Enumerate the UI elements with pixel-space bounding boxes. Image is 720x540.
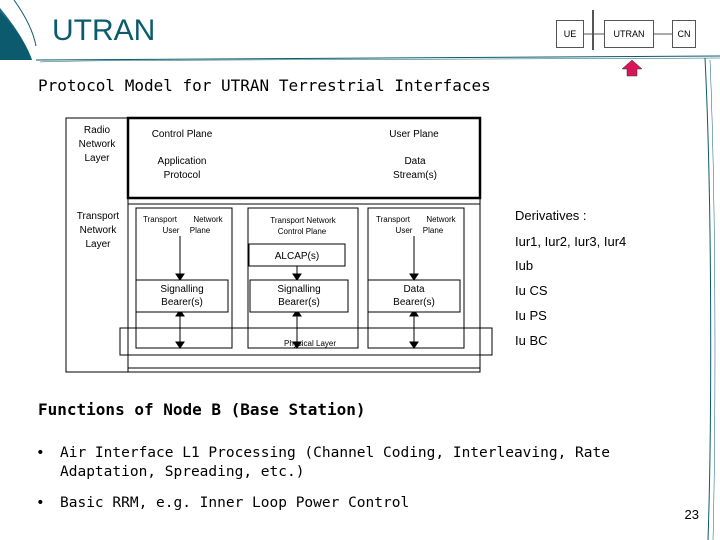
data-bearer-label-2: Bearer(s) [393,297,435,308]
transport-network-label-3: Layer [85,239,111,250]
transport-network-label-2: Network [80,225,118,236]
signalling-bearer-mid-box [249,279,349,313]
tnl-user-right-bottom-2: Plane [423,226,444,235]
signalling-bearer-mid-label-1: Signalling [277,284,320,295]
arrowhead-left-upper [175,273,185,281]
data-bearer-box [367,279,461,313]
physical-layer-box [119,327,493,356]
derivative-item: Iu PS [515,308,547,323]
page-number: 23 [684,507,699,522]
tnl-user-left-bottom-1: User [163,226,180,235]
arrowhead-right-upper [409,273,419,281]
tnl-user-right-top-2: Network [426,215,456,224]
derivative-item: Iur1, Iur2, Iur3, Iur4 [515,234,627,249]
tnl-control-plane-label-2: Control Plane [278,227,327,236]
alcap-label: ALCAP(s) [275,251,319,262]
functions-heading: Functions of Node B (Base Station) [38,400,366,419]
signalling-bearer-mid-label-2: Bearer(s) [278,297,320,308]
derivative-item: Iu BC [515,333,548,348]
user-plane-label: User Plane [389,129,439,140]
list-item: • Basic RRM, e.g. Inner Loop Power Contro… [36,494,696,513]
derivatives-title: Derivatives : [515,208,587,223]
application-protocol-label-2: Protocol [164,170,201,181]
utran-box: UTRAN [604,20,654,48]
tnl-user-left-bottom-2: Plane [190,226,211,235]
arrowhead-left-lower-down [175,341,185,349]
cn-box: CN [672,20,696,48]
tnl-user-plane-left-box [135,207,233,349]
tnl-user-left-top-1: Transport [143,215,178,224]
arrowhead-mid-lower-down [292,341,302,349]
arrowhead-mid-lower-up [292,309,302,317]
bullet-icon: • [36,445,45,461]
control-plane-label: Control Plane [152,129,213,140]
ue-box: UE [556,20,584,48]
signalling-bearer-left-label-1: Signalling [160,284,203,295]
radio-network-label-1: Radio [84,125,111,136]
tnl-user-left-top-2: Network [193,215,223,224]
data-streams-label-1: Data [404,156,426,167]
arrowhead-right-lower-down [409,341,419,349]
arrowhead-right-lower-up [409,309,419,317]
functions-list: • Air Interface L1 Processing (Channel Co… [36,444,696,525]
tnl-user-plane-right-box [367,207,465,349]
bullet-text: Air Interface L1 Processing (Channel Cod… [60,445,610,480]
tnl-user-right-bottom-1: User [396,226,413,235]
signalling-bearer-left-box [135,279,229,313]
transport-network-layer-box [127,203,481,369]
arrowhead-mid-upper [292,273,302,281]
radio-network-label-2: Network [79,139,117,150]
application-protocol-label-1: Application [158,156,207,167]
signalling-bearer-left-label-2: Bearer(s) [161,297,203,308]
physical-layer-label: Physical Layer [284,339,336,348]
arrowhead-left-lower-up [175,309,185,317]
slide-subtitle: Protocol Model for UTRAN Terrestrial Int… [38,76,491,95]
radio-network-layer-box [126,116,482,200]
derivative-item: Iu CS [515,283,548,298]
data-streams-label-2: Stream(s) [393,170,437,181]
radio-network-label-3: Layer [84,153,110,164]
page-title: UTRAN [52,14,156,47]
data-bearer-label-1: Data [403,284,425,295]
bullet-text: Basic RRM, e.g. Inner Loop Power Control [60,495,410,511]
tnl-control-plane-label-1: Transport Network [270,216,337,225]
list-item: • Air Interface L1 Processing (Channel Co… [36,444,696,482]
tnl-user-right-top-1: Transport [376,215,411,224]
bullet-icon: • [36,495,45,511]
derivative-item: Iub [515,258,534,273]
transport-network-label-1: Transport [77,211,120,222]
